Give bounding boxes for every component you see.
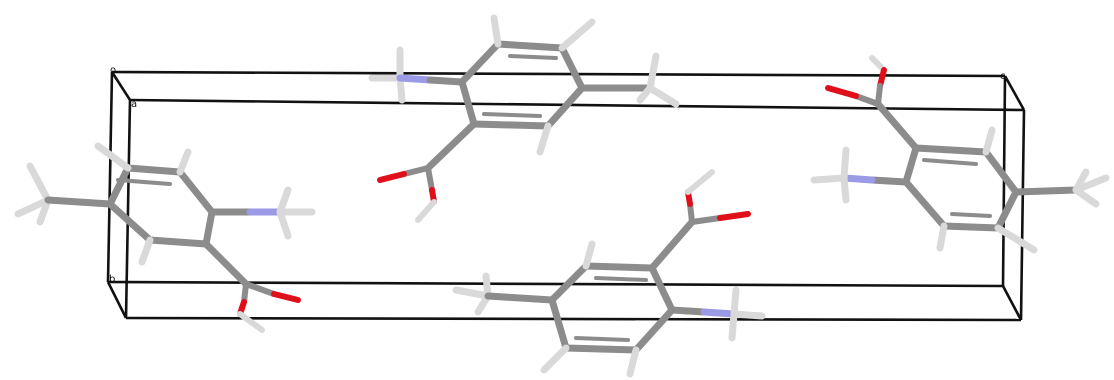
bond bbox=[424, 120, 478, 172]
bond bbox=[922, 158, 978, 166]
bond bbox=[994, 224, 1038, 254]
axis-label-origin: o bbox=[110, 65, 116, 76]
bond bbox=[730, 310, 766, 320]
molecule-top-center bbox=[368, 14, 680, 223]
bond bbox=[14, 196, 52, 218]
bond bbox=[668, 306, 708, 316]
bond bbox=[425, 165, 435, 193]
bond bbox=[685, 169, 715, 195]
bond bbox=[853, 93, 881, 107]
cell-edge bbox=[124, 99, 132, 319]
cell-edge bbox=[129, 98, 1025, 112]
bond bbox=[243, 281, 277, 297]
cell-edge bbox=[1003, 75, 1026, 111]
axis-label-b: b bbox=[109, 274, 115, 285]
axis-labels: o a b c bbox=[109, 65, 1006, 285]
bond bbox=[415, 199, 437, 223]
bond bbox=[276, 186, 292, 216]
bond bbox=[700, 308, 738, 318]
bond bbox=[1012, 186, 1080, 196]
bond bbox=[26, 162, 52, 204]
bond bbox=[874, 100, 920, 152]
cell-edge bbox=[110, 71, 132, 101]
unit-cell bbox=[106, 70, 1026, 322]
bond bbox=[582, 240, 596, 270]
bond bbox=[377, 171, 407, 183]
bond bbox=[241, 281, 249, 305]
cell-edge bbox=[106, 281, 128, 319]
bond bbox=[237, 311, 265, 333]
bond bbox=[840, 174, 850, 204]
bond bbox=[490, 14, 502, 48]
molecule-bottom-center bbox=[452, 169, 766, 378]
bond bbox=[825, 85, 859, 99]
bond bbox=[728, 310, 738, 342]
cell-edge bbox=[125, 316, 1022, 322]
bond bbox=[687, 201, 695, 225]
bond bbox=[810, 174, 848, 184]
bond bbox=[276, 208, 292, 240]
bond bbox=[730, 286, 740, 318]
axis-label-c: c bbox=[1000, 71, 1006, 82]
bond bbox=[482, 112, 542, 118]
cell-edge bbox=[106, 71, 114, 283]
bond bbox=[536, 122, 552, 156]
bond bbox=[508, 54, 558, 60]
bond bbox=[689, 215, 723, 225]
bond bbox=[840, 146, 850, 182]
cell-edge bbox=[111, 70, 1006, 78]
bond bbox=[36, 196, 52, 226]
cell-edge bbox=[107, 280, 1004, 288]
bond bbox=[44, 196, 114, 208]
bond bbox=[540, 344, 570, 374]
bond bbox=[950, 212, 992, 218]
bond bbox=[626, 346, 640, 378]
bond bbox=[646, 52, 660, 92]
cell-edge bbox=[1001, 285, 1023, 321]
bond bbox=[558, 18, 596, 52]
bond bbox=[636, 84, 654, 104]
bond bbox=[401, 165, 431, 177]
bond bbox=[936, 222, 948, 252]
bond bbox=[396, 74, 434, 84]
bond bbox=[648, 218, 696, 272]
bond bbox=[594, 276, 648, 282]
bond bbox=[396, 74, 406, 104]
bond bbox=[1072, 174, 1110, 194]
bond bbox=[868, 176, 910, 186]
bond bbox=[202, 240, 250, 288]
bond bbox=[94, 142, 132, 172]
bond bbox=[138, 236, 154, 266]
bond bbox=[116, 178, 172, 186]
molecule-left bbox=[14, 142, 316, 333]
bond bbox=[484, 292, 556, 304]
bond bbox=[840, 174, 876, 184]
axis-label-a: a bbox=[131, 99, 137, 110]
bond bbox=[717, 211, 751, 221]
bond bbox=[1072, 186, 1100, 208]
bond bbox=[646, 84, 680, 108]
bond bbox=[426, 76, 466, 86]
molecule-right bbox=[810, 55, 1110, 254]
bond bbox=[452, 286, 492, 300]
cell-edge bbox=[1019, 109, 1026, 321]
bond bbox=[574, 336, 630, 342]
bond bbox=[271, 291, 301, 303]
bond bbox=[982, 126, 996, 156]
bond bbox=[176, 148, 192, 176]
